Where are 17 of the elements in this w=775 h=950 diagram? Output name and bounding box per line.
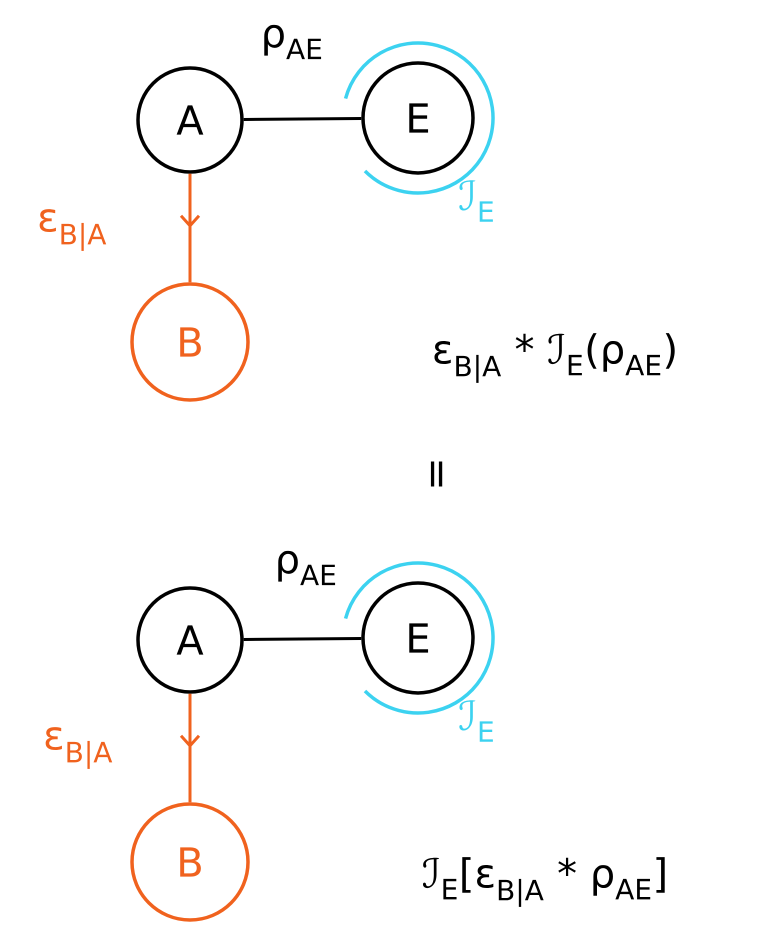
connector xyxy=(244,117,362,122)
connector xyxy=(180,694,200,802)
formula: ε$_{B|A}$ * ℐ$_{E}$(ρ$_{AE}$) xyxy=(434,333,675,383)
connector xyxy=(244,637,362,642)
connector xyxy=(180,174,200,282)
circle-node: B xyxy=(130,282,250,402)
circle-node: B xyxy=(130,802,250,922)
formula: = xyxy=(430,461,442,487)
edge-label: ε$_{B|A}$ xyxy=(46,727,112,769)
edge-label: ρ$_{AE}$ xyxy=(264,24,322,60)
circle-node: A xyxy=(136,586,244,694)
edge-label: ε$_{B|A}$ xyxy=(40,209,106,251)
formula: ℐ$_{E}$[ε$_{B|A}$ * ρ$_{AE}$] xyxy=(423,857,665,907)
edge-label: ρ$_{AE}$ xyxy=(278,550,336,586)
circle-node: E xyxy=(361,581,475,695)
circle-node: E xyxy=(361,61,475,175)
circle-node: A xyxy=(136,66,244,174)
